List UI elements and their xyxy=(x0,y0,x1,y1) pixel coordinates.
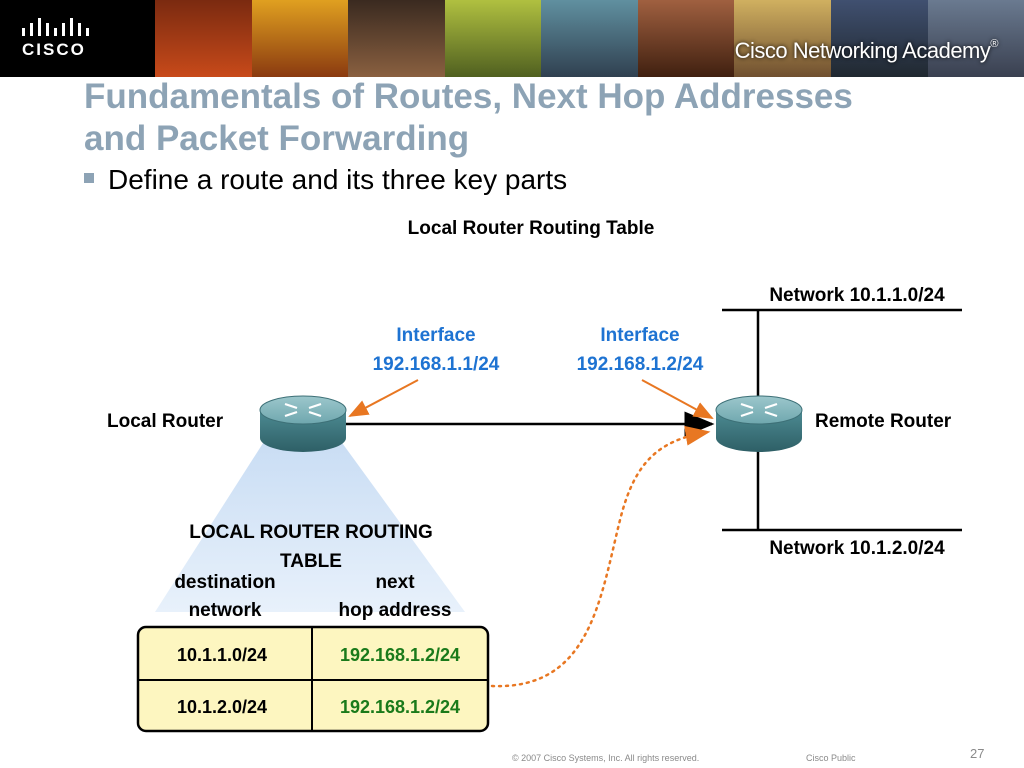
local-router-label: Local Router xyxy=(107,411,224,432)
network-top-label: Network 10.1.1.0/24 xyxy=(769,285,945,306)
local-router-icon xyxy=(259,395,347,452)
page-number: 27 xyxy=(970,746,985,761)
row-2-destination: 10.1.2.0/24 xyxy=(177,697,267,717)
row-1-next-hop: 192.168.1.2/24 xyxy=(340,645,460,665)
bullet-square-icon xyxy=(84,173,94,183)
banner-photo-strip xyxy=(155,0,1024,77)
next-hop-dotted-path xyxy=(490,425,711,688)
column-nexthop-line-1: next xyxy=(375,572,415,593)
row-1-destination: 10.1.1.0/24 xyxy=(177,645,267,665)
column-destination-line-2: network xyxy=(189,600,262,621)
slide-title-line-2: and Packet Forwarding xyxy=(84,119,470,158)
column-destination-line-1: destination xyxy=(174,572,275,593)
table-title-line-1: LOCAL ROUTER ROUTING xyxy=(189,522,432,543)
interface-left-label: Interface xyxy=(396,325,475,346)
table-title-line-2: TABLE xyxy=(280,551,342,572)
interface-right-label: Interface xyxy=(600,325,679,346)
slide-title-line-1: Fundamentals of Routes, Next Hop Address… xyxy=(84,77,853,116)
row-2-next-hop: 192.168.1.2/24 xyxy=(340,697,460,717)
remote-router-icon xyxy=(715,395,803,452)
bullet-item: Define a route and its three key parts xyxy=(84,164,567,196)
bullet-text: Define a route and its three key parts xyxy=(108,164,568,195)
cisco-wordmark: CISCO xyxy=(22,40,86,59)
routing-table-beam xyxy=(155,440,465,612)
diagram-heading: Local Router Routing Table xyxy=(408,218,655,239)
cisco-logo: CISCO xyxy=(0,0,155,77)
interface-left-pointer xyxy=(348,379,419,417)
slide-title: Fundamentals of Routes, Next Hop Address… xyxy=(84,76,984,160)
footer-copyright: © 2007 Cisco Systems, Inc. All rights re… xyxy=(512,753,700,763)
academy-registered-mark: ® xyxy=(990,38,998,50)
interface-right-pointer xyxy=(641,379,714,419)
remote-router-label: Remote Router xyxy=(815,411,952,432)
interface-left-address: 192.168.1.1/24 xyxy=(373,354,500,375)
routing-table xyxy=(136,625,490,733)
academy-text: Cisco Networking Academy xyxy=(734,38,991,63)
academy-brand: Cisco Networking Academy® xyxy=(734,38,999,64)
cisco-bars-icon xyxy=(22,18,89,36)
header-banner: CISCO Cisco Networking Academy® xyxy=(0,0,1024,77)
interface-right-address: 192.168.1.2/24 xyxy=(577,354,704,375)
footer-classification: Cisco Public xyxy=(806,753,856,763)
network-bottom-label: Network 10.1.2.0/24 xyxy=(769,538,945,559)
column-nexthop-line-2: hop address xyxy=(339,600,452,621)
